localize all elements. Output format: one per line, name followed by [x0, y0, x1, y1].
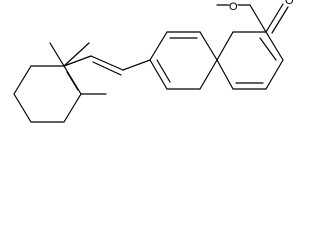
chemical-structure-diagram: O O	[13, 0, 294, 123]
bond	[122, 59, 151, 71]
double-bond-inner	[92, 61, 122, 76]
bond	[90, 55, 124, 71]
bond	[249, 4, 267, 33]
bond	[216, 59, 234, 90]
ring-methyl-groups	[49, 42, 107, 95]
bond	[199, 31, 218, 61]
bond	[63, 55, 92, 67]
bond	[13, 93, 32, 123]
cyclohexene-ring	[13, 65, 82, 123]
double-bond-inner	[156, 59, 171, 83]
gem-dimethyl-bond-2	[63, 42, 90, 67]
vinyl-linker	[63, 55, 151, 76]
bond	[199, 59, 218, 90]
methyl-ester-group	[216, 3, 289, 34]
naphthalene-ring-right	[216, 31, 284, 90]
naphthalene-ring-left	[149, 31, 218, 90]
bond	[149, 31, 168, 61]
bond	[149, 59, 168, 90]
double-bond-inner	[66, 71, 79, 91]
bond	[13, 65, 32, 95]
carbonyl-bond-inner	[271, 6, 289, 34]
double-bond-inner	[259, 37, 277, 61]
carbonyl-bond	[265, 3, 284, 33]
bond	[216, 31, 234, 61]
ester-oxygen-label: O	[229, 1, 238, 13]
carbonyl-oxygen-label: O	[285, 0, 294, 7]
bond	[63, 93, 82, 123]
bond	[265, 31, 284, 61]
gem-dimethyl-bond-1	[49, 42, 65, 67]
bond	[265, 59, 284, 90]
